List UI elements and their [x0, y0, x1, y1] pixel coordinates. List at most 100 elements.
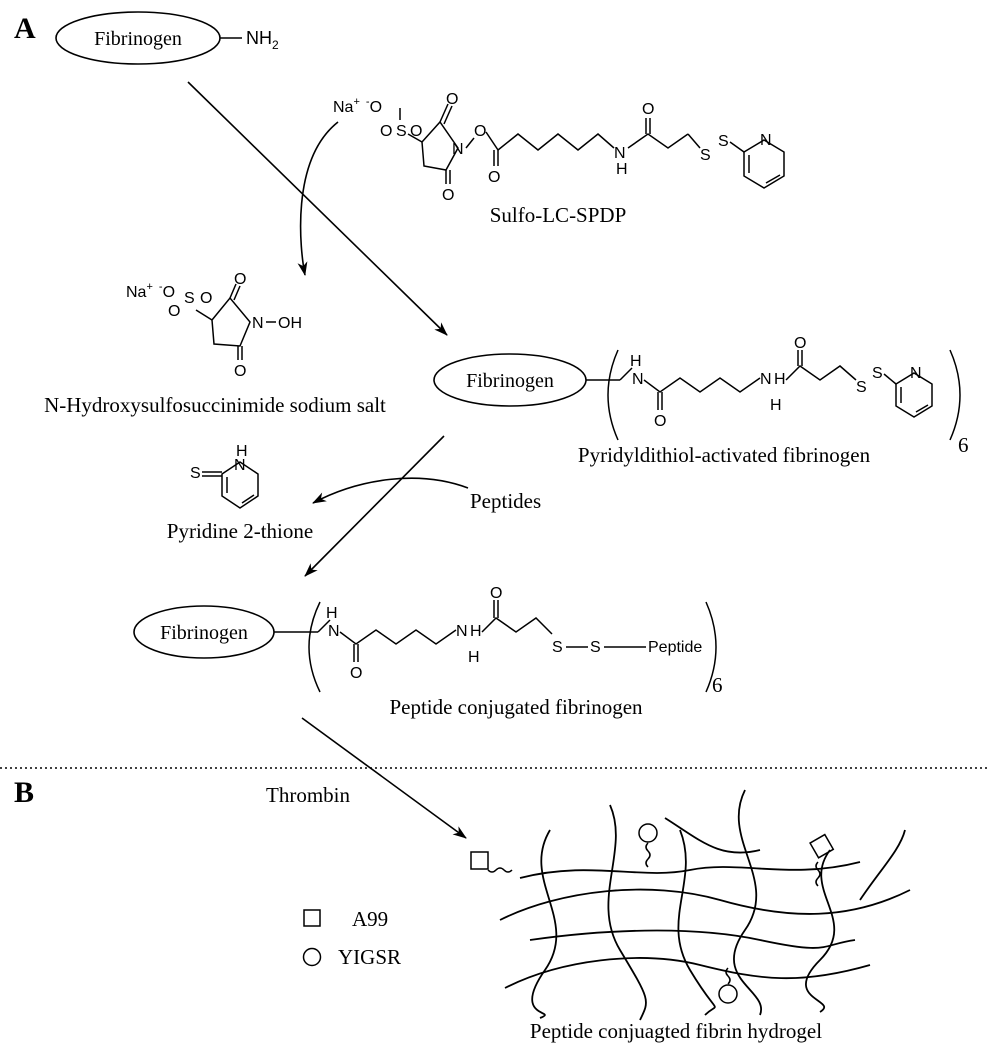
- fibrin-fiber: [859, 829, 906, 901]
- bond: [785, 365, 857, 381]
- byproduct1-name: N-Hydroxysulfosuccinimide sodium salt: [44, 393, 386, 417]
- atom: S: [184, 290, 195, 307]
- activated-fibrinogen: Fibrinogen H N O N H H O S S N 6: [433, 335, 969, 457]
- fibrin-fiber: [607, 804, 647, 1021]
- atom: S: [396, 123, 407, 140]
- curved-arrow-peptides: [312, 477, 469, 504]
- bracket-right: [949, 349, 961, 441]
- bond: [883, 373, 897, 385]
- atom: O: [200, 290, 212, 307]
- bracket-left: [308, 601, 321, 693]
- amine-group: NH2: [246, 28, 279, 52]
- bond: [895, 372, 933, 418]
- thrombin-label: Thrombin: [266, 783, 350, 807]
- fibrin-fiber: [531, 829, 558, 1019]
- fibrinogen-label-start: Fibrinogen: [94, 28, 182, 50]
- fibrinogen-label-activated: Fibrinogen: [466, 370, 554, 392]
- bond: [627, 133, 689, 149]
- fibrin-fiber: [499, 888, 911, 921]
- bracket-right: [705, 601, 717, 693]
- fibrin-hydrogel-network: [470, 789, 911, 1021]
- starting-fibrinogen: Fibrinogen NH2: [55, 11, 279, 65]
- intermediate-name: Pyridyldithiol-activated fibrinogen: [578, 443, 871, 467]
- peptide-tether: [725, 967, 731, 985]
- bond: [241, 494, 255, 504]
- reagent-name: Sulfo-LC-SPDP: [490, 203, 627, 227]
- atom: O: [234, 271, 246, 288]
- peptide-tether: [815, 861, 821, 887]
- na-ion-byproduct: Na+-O: [126, 281, 175, 301]
- atom: H: [470, 623, 482, 640]
- atom: O: [794, 335, 806, 352]
- fibrin-fiber: [519, 861, 861, 879]
- n-hydroxysulfosuccinimide-structure: Na+-O O S O O O N OH: [126, 271, 302, 380]
- peptides-label: Peptides: [470, 489, 541, 513]
- bond: [643, 377, 761, 393]
- bond: [443, 105, 453, 125]
- atom: H: [774, 371, 786, 388]
- main-reaction-arrow: [187, 81, 448, 336]
- atom: H: [630, 353, 642, 370]
- atom: H: [616, 161, 628, 178]
- atom: O: [234, 363, 246, 380]
- fibrinogen-label-product: Fibrinogen: [160, 622, 248, 644]
- fibrin-fiber: [529, 929, 856, 949]
- atom: O: [380, 123, 392, 140]
- legend-circle-icon: [302, 947, 322, 967]
- panel-label-b: B: [14, 776, 34, 809]
- curved-arrow-reagent: [297, 121, 339, 276]
- bond: [497, 133, 615, 151]
- atom: O: [654, 413, 666, 430]
- bond: [481, 617, 553, 635]
- bond: [229, 283, 237, 299]
- second-reaction-arrow: [304, 435, 445, 577]
- legend: A99 YIGSR: [302, 907, 401, 969]
- bond: [211, 296, 251, 347]
- atom: O: [446, 91, 458, 108]
- atom: O: [442, 187, 454, 204]
- atom: S: [856, 379, 867, 396]
- atom: H: [236, 443, 248, 460]
- peptide-conjugated-fibrinogen: Fibrinogen H N O N H H O S S Peptide 6: [133, 585, 723, 697]
- repeat-count-activated: 6: [958, 433, 969, 457]
- bond: [687, 133, 701, 149]
- atom: O: [488, 169, 500, 186]
- bond: [619, 367, 633, 381]
- atom: H: [468, 649, 480, 666]
- atom: S: [190, 465, 201, 482]
- bond: [421, 120, 459, 171]
- peptide-tether: [487, 867, 513, 873]
- bond: [485, 131, 499, 151]
- legend-square-icon: [303, 909, 321, 927]
- legend-circle-label: YIGSR: [338, 945, 401, 969]
- legend-square-label: A99: [352, 907, 388, 931]
- bond: [233, 285, 241, 301]
- bond: [729, 141, 745, 153]
- bond: [195, 309, 213, 321]
- na-ion-reagent: Na+-O: [333, 96, 382, 116]
- atom: H: [326, 605, 338, 622]
- fibrin-fiber: [733, 789, 763, 1016]
- hydrogel-name: Peptide conjuagted fibrin hydrogel: [530, 1019, 822, 1043]
- bond: [743, 139, 785, 189]
- bracket-left: [607, 349, 619, 441]
- atom: O: [474, 123, 486, 140]
- panel-label-a: A: [14, 12, 36, 45]
- atom: OH: [278, 315, 302, 332]
- atom: N: [452, 141, 464, 158]
- fibrin-fiber: [504, 957, 871, 989]
- bond: [439, 103, 449, 123]
- atom: N: [234, 457, 246, 474]
- atom: N: [328, 623, 340, 640]
- product-name: Peptide conjugated fibrinogen: [389, 695, 643, 719]
- atom: O: [410, 123, 422, 140]
- bond: [339, 629, 457, 645]
- a99-peptide-square: [470, 851, 489, 870]
- atom: N: [456, 623, 468, 640]
- repeat-count-product: 6: [712, 673, 723, 697]
- a99-peptide-square: [809, 833, 835, 859]
- fibrin-fiber: [805, 849, 836, 1013]
- bond: [317, 619, 331, 633]
- atom: H: [770, 397, 782, 414]
